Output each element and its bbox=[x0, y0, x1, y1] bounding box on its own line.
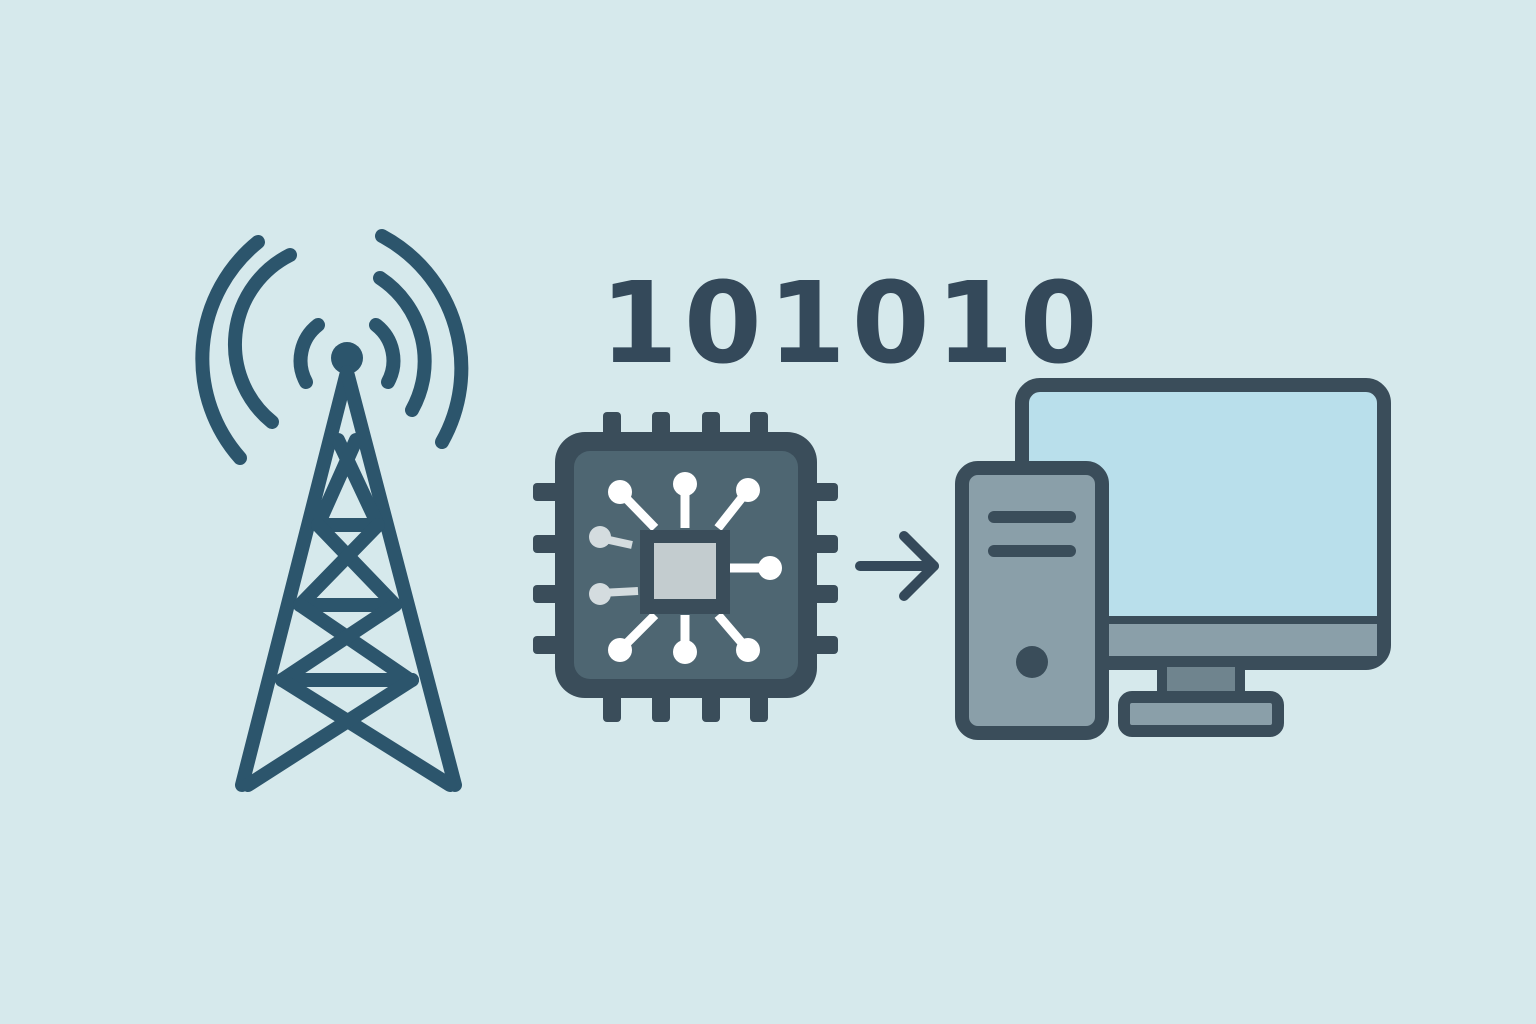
radio-tower-icon bbox=[195, 229, 469, 792]
desktop-computer-icon bbox=[955, 378, 1391, 740]
arrow-right-icon bbox=[855, 531, 939, 601]
binary-text: 101010 bbox=[600, 259, 1104, 389]
cpu-chip-icon bbox=[533, 412, 838, 722]
